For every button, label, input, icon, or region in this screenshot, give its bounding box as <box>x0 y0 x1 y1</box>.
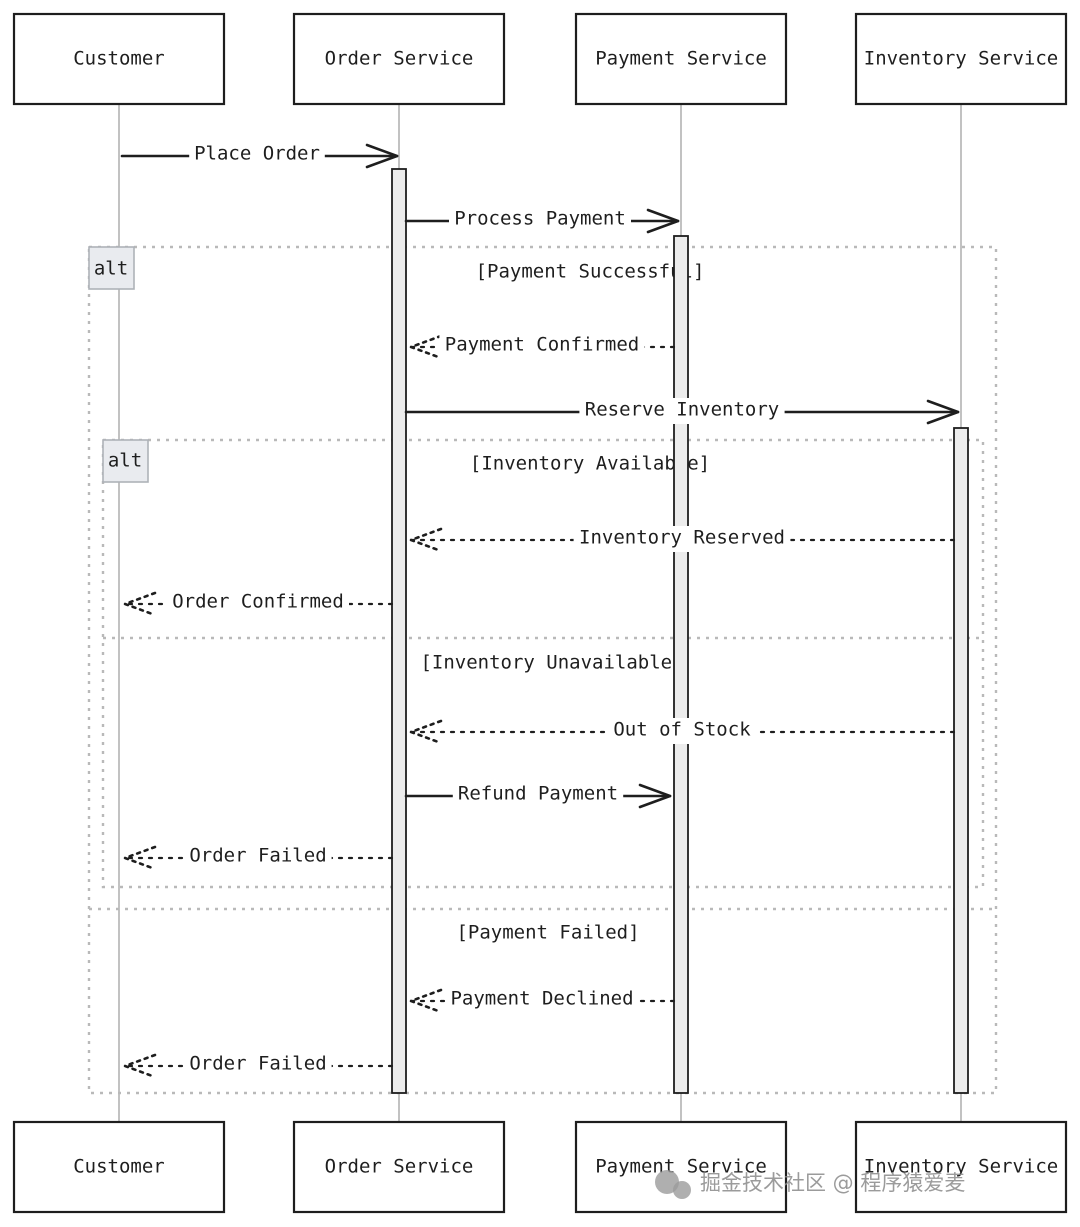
actor-order-service-top: Order Service <box>292 12 506 106</box>
alt-tag-outer: alt <box>94 258 128 280</box>
alt-fragment-outer: alt [Payment Successful] [Payment Failed… <box>87 245 998 1095</box>
arrowhead-icon <box>409 334 443 360</box>
message-label: Reserve Inventory <box>585 399 779 421</box>
arrowhead-icon <box>365 143 399 169</box>
message-m9: Order Failed <box>123 844 394 871</box>
message-m4: Reserve Inventory <box>404 398 960 425</box>
alt-tag-inner: alt <box>108 450 142 472</box>
activation-inventory-service <box>953 427 969 1094</box>
message-label-bg <box>184 1052 332 1078</box>
condition-inventory-available: [Inventory Available] <box>470 453 710 475</box>
message-label: Refund Payment <box>458 783 618 805</box>
actor-label: Order Service <box>325 1156 474 1178</box>
message-label-bg <box>579 398 785 424</box>
condition-payment-successful: [Payment Successful] <box>476 261 705 283</box>
activation-order-service <box>391 168 407 1094</box>
alt-fragment-inner: alt [Inventory Available] [Inventory Una… <box>101 438 985 889</box>
condition-inventory-unavailable: [Inventory Unavailable] <box>420 652 683 674</box>
arrowhead-icon <box>123 1053 157 1079</box>
activation-payment-service <box>673 235 689 1094</box>
message-label-bg <box>184 844 332 870</box>
message-label: Place Order <box>194 143 320 165</box>
actor-payment-service-top: Payment Service <box>574 12 788 106</box>
message-label: Payment Confirmed <box>445 334 639 356</box>
message-m5: Inventory Reserved <box>409 526 956 553</box>
actor-order-service-bottom: Order Service <box>292 1120 506 1214</box>
arrowhead-icon <box>409 719 443 745</box>
message-m2: Process Payment <box>404 207 680 234</box>
actor-label: Inventory Service <box>864 1156 1058 1178</box>
watermark: 掘金技术社区 @ 程序猿爱麦 <box>655 1170 965 1199</box>
message-m1: Place Order <box>120 142 399 169</box>
message-label: Order Failed <box>189 1053 326 1075</box>
actor-customer-bottom: Customer <box>12 1120 226 1214</box>
arrowhead-icon <box>926 399 960 425</box>
message-label-bg <box>573 526 791 552</box>
message-m7: Out of Stock <box>409 718 956 745</box>
actor-label: Inventory Service <box>864 48 1058 70</box>
arrowhead-icon <box>638 783 672 809</box>
watermark-text: 掘金技术社区 @ 程序猿爱麦 <box>700 1171 965 1195</box>
arrowhead-icon <box>646 208 680 234</box>
message-label-bg <box>452 782 624 808</box>
message-label-bg <box>449 207 631 233</box>
message-m6: Order Confirmed <box>123 590 394 617</box>
arrowhead-icon <box>409 527 443 553</box>
arrowhead-icon <box>123 845 157 871</box>
message-label: Out of Stock <box>613 719 751 741</box>
condition-payment-failed: [Payment Failed] <box>456 922 639 944</box>
actor-inventory-service-bottom: Inventory Service <box>854 1120 1068 1214</box>
actor-customer-top: Customer <box>12 12 226 106</box>
arrowhead-icon <box>409 988 443 1014</box>
message-label: Process Payment <box>454 208 626 230</box>
message-m10: Payment Declined <box>409 987 676 1014</box>
actor-label: Customer <box>73 1156 165 1178</box>
wechat-icon <box>655 1170 691 1199</box>
arrowhead-icon <box>123 591 157 617</box>
message-m3: Payment Confirmed <box>409 333 676 360</box>
message-label-bg <box>167 590 349 616</box>
alt-tag-box-outer <box>88 246 135 290</box>
actor-label: Payment Service <box>595 1156 767 1178</box>
message-label-bg <box>189 142 325 168</box>
message-label: Inventory Reserved <box>579 527 785 549</box>
message-label: Order Failed <box>189 845 326 867</box>
message-label-bg <box>445 987 639 1013</box>
message-m8: Refund Payment <box>404 782 672 809</box>
message-m11: Order Failed <box>123 1052 394 1079</box>
actor-inventory-service-top: Inventory Service <box>854 12 1068 106</box>
actor-label: Customer <box>73 48 165 70</box>
message-label-bg <box>608 718 756 744</box>
actor-label: Payment Service <box>595 48 767 70</box>
message-label: Payment Declined <box>450 988 633 1010</box>
message-label-bg <box>439 333 645 359</box>
actor-label: Order Service <box>325 48 474 70</box>
alt-tag-box-inner <box>102 439 149 483</box>
message-label: Order Confirmed <box>172 591 344 613</box>
